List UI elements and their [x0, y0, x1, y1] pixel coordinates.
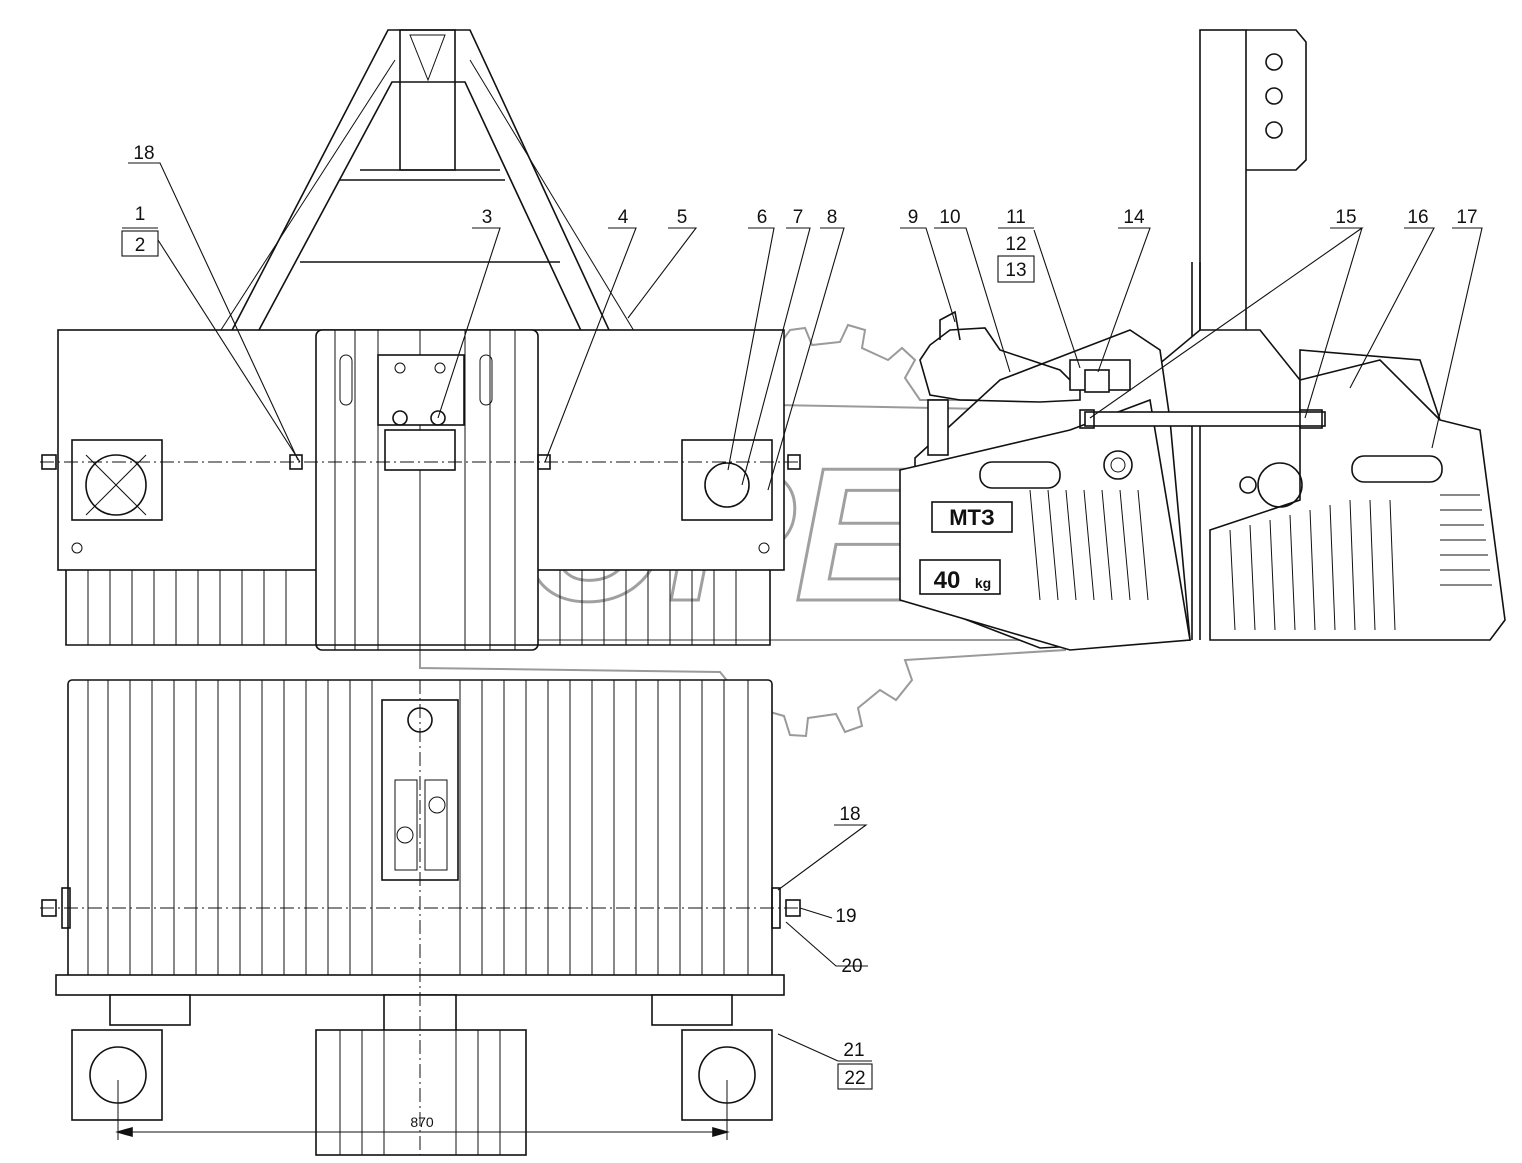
callout-8: 8: [827, 207, 838, 228]
callout-4: 4: [618, 207, 629, 228]
wheel-left-bottom: [71, 1029, 163, 1121]
wheel-right-top: [681, 439, 773, 521]
plate-unit: kg: [975, 575, 991, 591]
callout-19: 19: [835, 906, 856, 927]
callout-5: 5: [677, 207, 688, 228]
callout-21: 21: [843, 1040, 864, 1061]
dimension-wheel-span: 870: [410, 1114, 434, 1130]
plate-brand: МТЗ: [949, 505, 995, 530]
front-view: [40, 29, 801, 651]
callout-18-top: 18: [133, 143, 154, 164]
plate-mass-box: [919, 559, 1001, 595]
callout-9: 9: [908, 207, 919, 228]
weight-stack-top: [315, 329, 539, 651]
callout-17: 17: [1456, 207, 1477, 228]
callout-2: 2: [135, 235, 146, 256]
callout-13: 13: [1005, 260, 1026, 281]
callout-12: 12: [1005, 234, 1026, 255]
plate-mass: 40: [934, 567, 961, 594]
wheel-left-top: [71, 439, 163, 521]
callout-15: 15: [1335, 207, 1356, 228]
callout-11: 11: [1006, 207, 1026, 228]
callout-7: 7: [793, 207, 804, 228]
side-view: МТЗ 40 kg: [899, 29, 1506, 651]
plan-view: 870: [40, 679, 801, 1156]
callout-3: 3: [482, 207, 493, 228]
callout-6: 6: [757, 207, 768, 228]
plate-brand-box: [931, 501, 1013, 533]
callout-10: 10: [939, 207, 960, 228]
callout-14: 14: [1123, 207, 1145, 228]
callout-18-bottom: 18: [839, 804, 860, 825]
callout-1: 1: [135, 204, 146, 225]
weight-ribs-top: [65, 570, 771, 646]
callouts: 18 1 2 3 4 5 6 7 8 9 10 11 12: [121, 143, 1483, 1090]
callout-16: 16: [1407, 207, 1428, 228]
callout-22: 22: [844, 1068, 865, 1089]
